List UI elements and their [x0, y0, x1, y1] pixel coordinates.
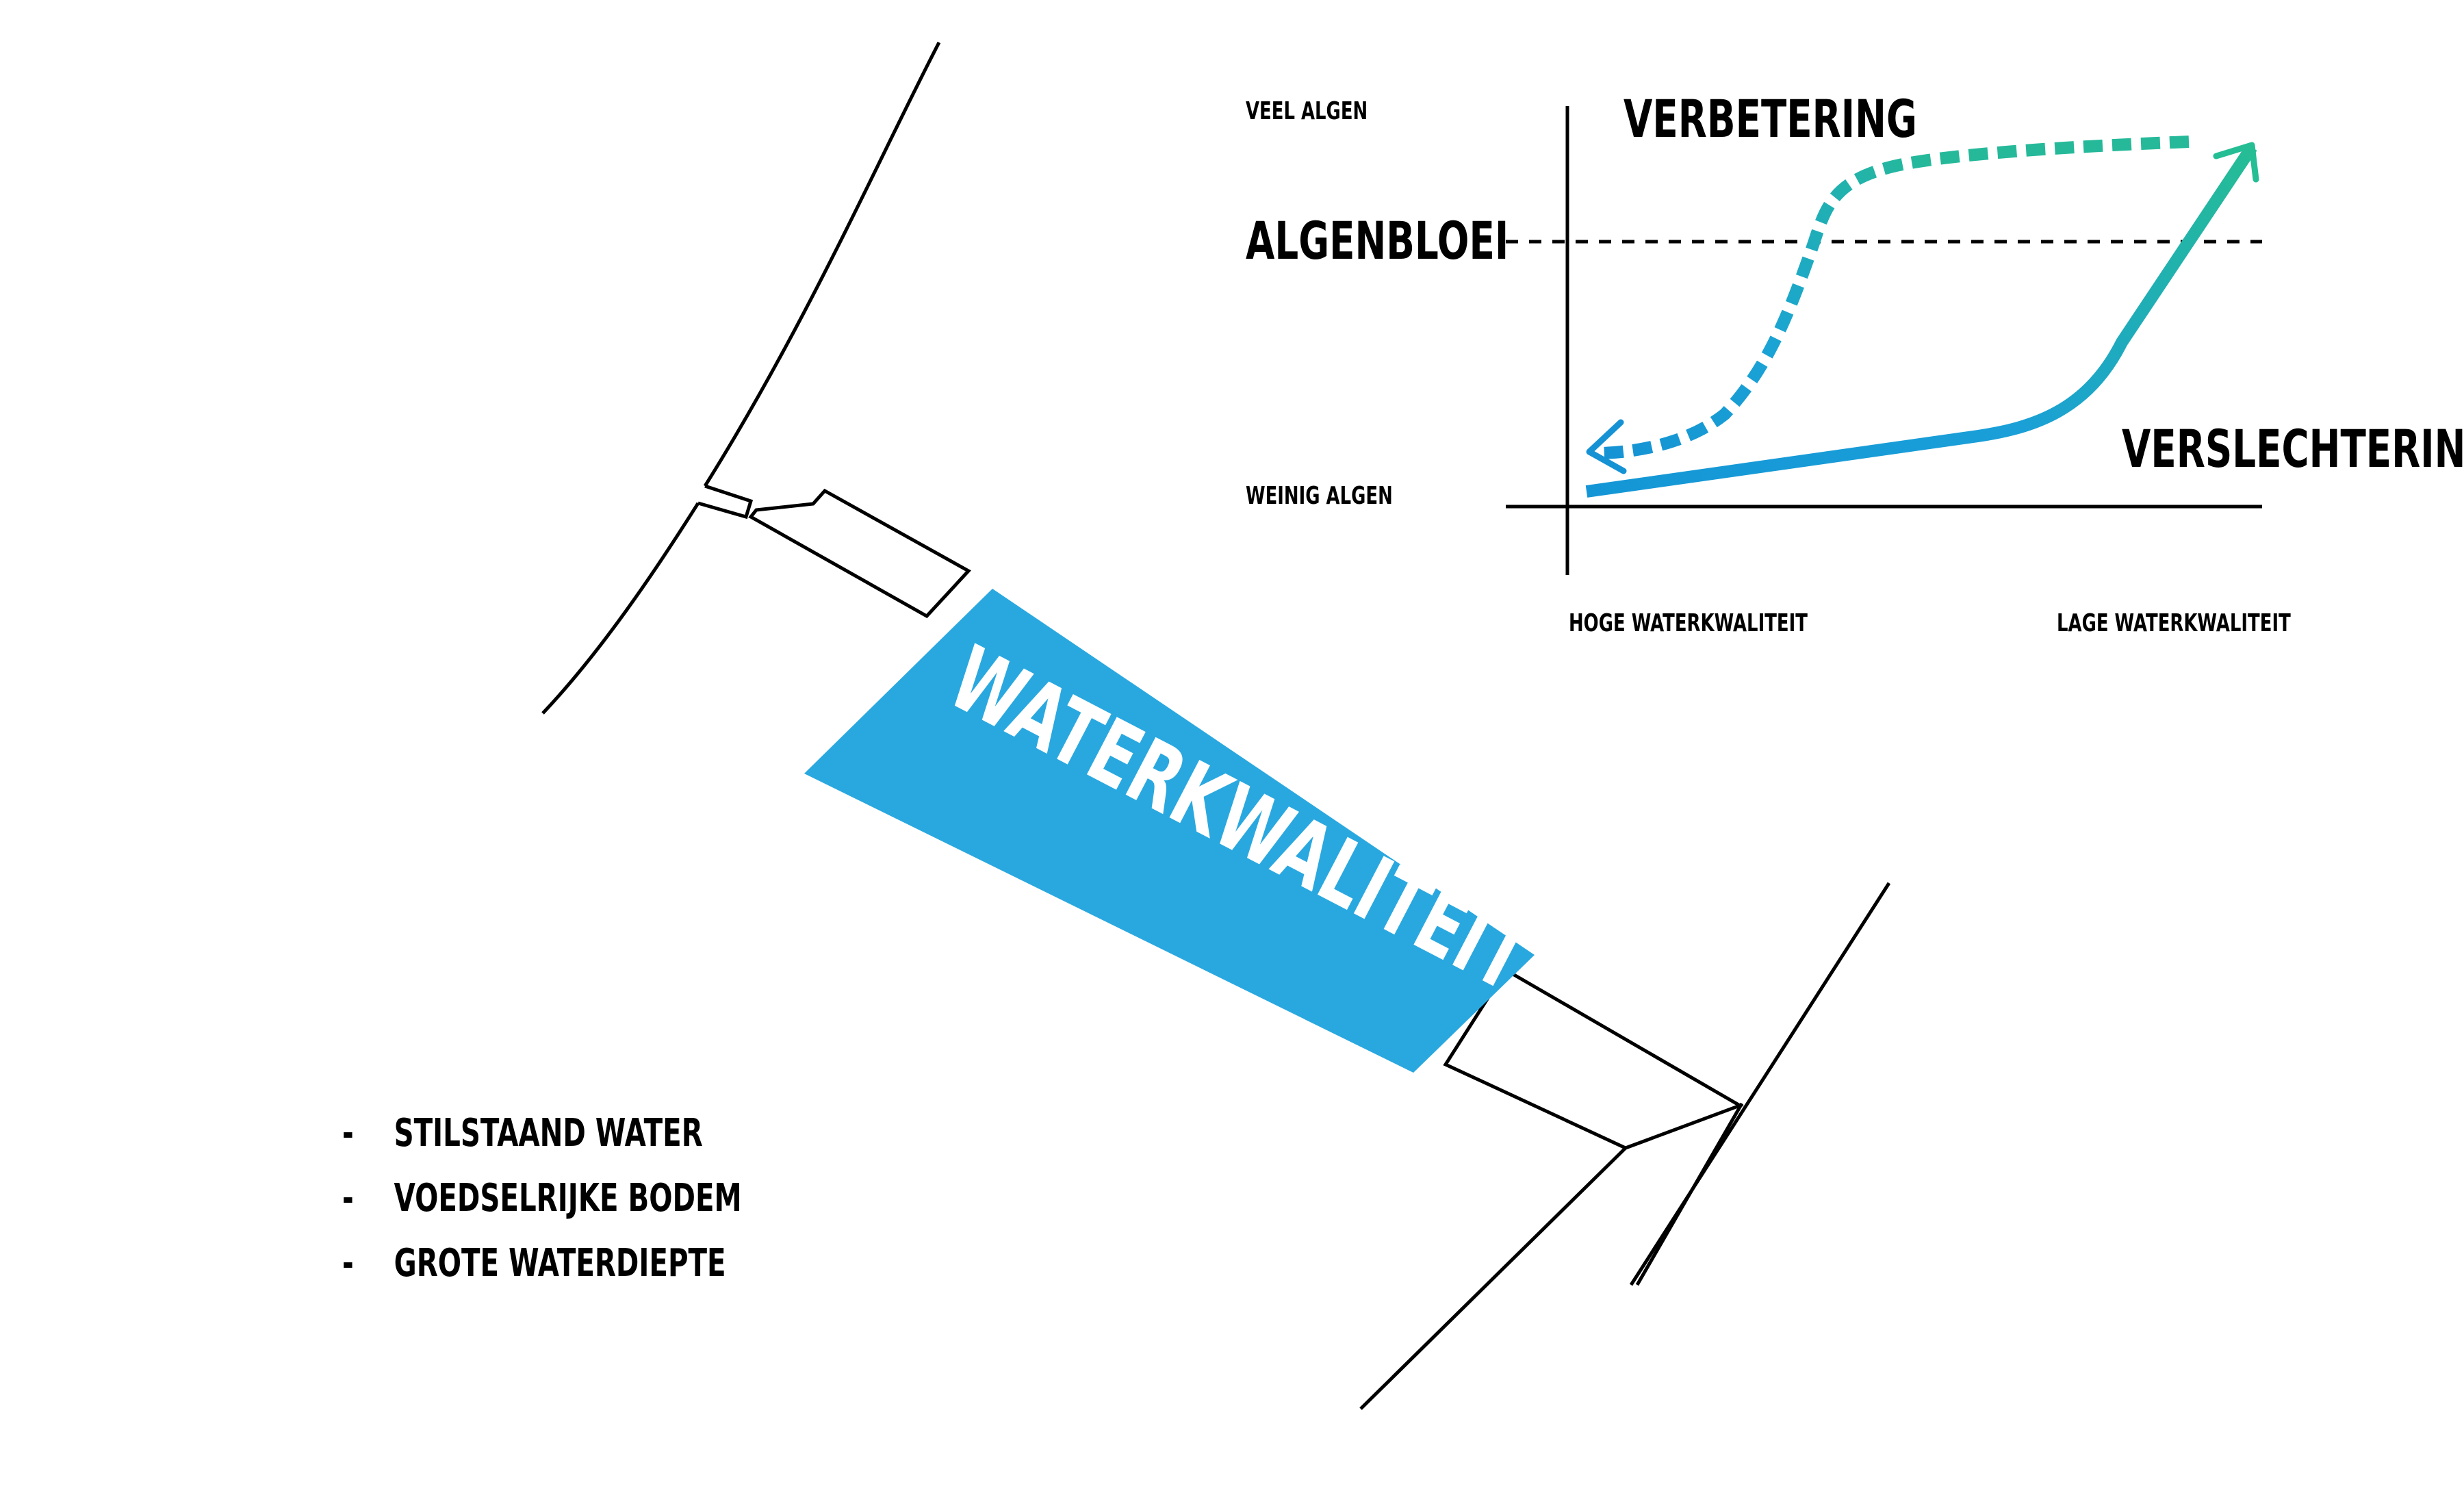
y-axis-top-label: VEEL ALGEN [1246, 97, 1368, 125]
x-axis-left-label: HOGE WATERKWALITEIT [1569, 609, 1808, 637]
list-bullet: - [342, 1241, 354, 1286]
improvement-arrowhead [1586, 419, 1627, 474]
improvement-arrow [1601, 136, 2190, 459]
algae-bloom-label: ALGENBLOEI [1246, 211, 1509, 271]
upper-jetty-outline [748, 488, 971, 619]
water-body [804, 589, 1535, 1073]
causes-list: -STILSTAAND WATER -VOEDSELRIJKE BODEM -G… [342, 1101, 897, 1296]
improvement-label: VERBETERING [1624, 89, 1917, 149]
list-bullet: - [342, 1111, 354, 1156]
lower-dike-inner [1635, 1102, 1744, 1286]
list-item: -GROTE WATERDIEPTE [342, 1231, 742, 1296]
list-item: -STILSTAAND WATER [342, 1101, 742, 1166]
map-lines [541, 41, 1891, 1410]
list-bullet: - [342, 1176, 354, 1221]
lower-dike-outer [1629, 882, 1891, 1286]
upper-bank-line [703, 41, 941, 487]
cause-great-water-depth: GROTE WATERDIEPTE [394, 1241, 726, 1286]
deterioration-label: VERSLECHTERING [2122, 419, 2464, 479]
cause-stagnant-water: STILSTAAND WATER [394, 1111, 703, 1156]
upper-jetty-strip [697, 484, 754, 520]
graph-axes [1506, 106, 2262, 575]
lower-bank-line [1359, 1147, 1627, 1410]
x-axis-right-label: LAGE WATERKWALITEIT [2057, 609, 2291, 637]
list-item: -VOEDSELRIJKE BODEM [342, 1166, 742, 1231]
cause-nutrient-rich-soil: VOEDSELRIJKE BODEM [394, 1176, 742, 1221]
y-axis-bottom-label: WEINIG ALGEN [1246, 482, 1393, 510]
deterioration-arrowhead [2213, 142, 2259, 183]
upper-bank-lower-line [541, 502, 700, 715]
deterioration-arrow [1585, 144, 2257, 498]
